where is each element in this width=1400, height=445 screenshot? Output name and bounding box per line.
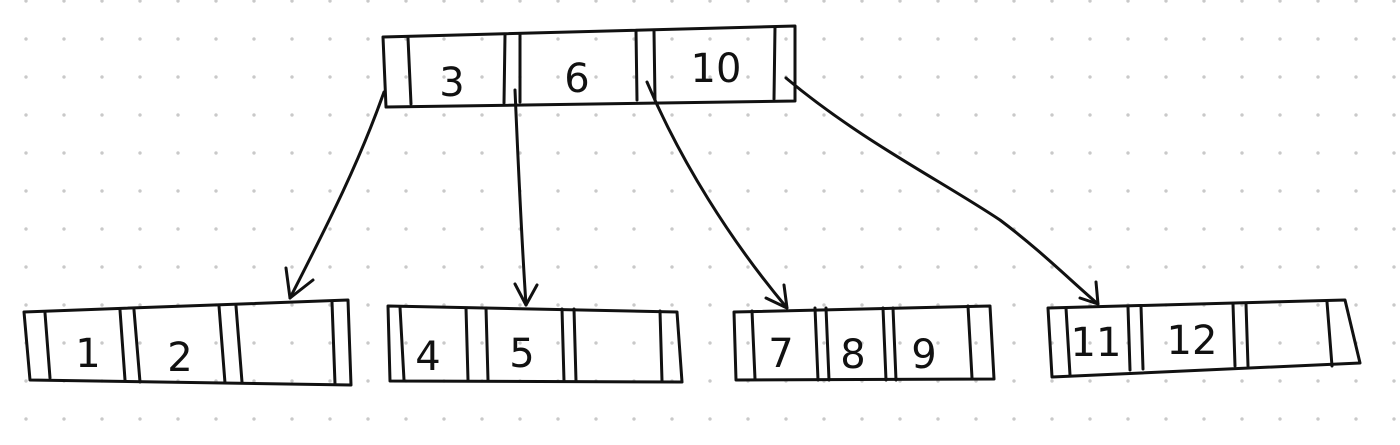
- edge-arrow: [513, 88, 528, 307]
- arrowhead: [513, 282, 539, 307]
- arrowhead: [284, 266, 315, 300]
- node-key: 6: [564, 56, 589, 102]
- root-node: 3 6 10: [381, 24, 797, 109]
- node-outline: [22, 298, 353, 387]
- pointer-divider: [398, 305, 406, 382]
- leaf-node-2: 4 5: [386, 304, 684, 384]
- pointer-divider: [118, 308, 127, 382]
- pointer-divider: [406, 36, 413, 106]
- pointer-divider: [330, 300, 337, 386]
- pointer-divider: [1325, 300, 1334, 368]
- pointer-divider: [881, 306, 888, 382]
- pointer-divider: [966, 304, 974, 380]
- pointer-divider: [484, 306, 490, 382]
- node-key: 8: [840, 332, 865, 378]
- pointer-divider: [634, 29, 639, 102]
- pointer-divider: [1126, 305, 1132, 372]
- node-key: 12: [1167, 318, 1218, 364]
- arrowhead: [1078, 280, 1100, 306]
- pointer-divider: [217, 304, 227, 385]
- node-key: 3: [439, 60, 464, 106]
- node-key: 9: [911, 332, 936, 378]
- edge-arrow: [784, 76, 1100, 306]
- pointer-divider: [502, 33, 507, 105]
- pointer-divider: [658, 309, 664, 383]
- node-outline: [732, 304, 996, 382]
- node-key: 11: [1071, 320, 1122, 366]
- pointer-divider: [772, 25, 777, 101]
- pointer-divider: [234, 304, 244, 384]
- edge-arrow: [288, 90, 386, 300]
- leaf-node-4: 11 12: [1046, 298, 1362, 379]
- pointer-divider: [1064, 306, 1072, 377]
- edges: [284, 76, 1100, 310]
- node-key: 1: [75, 331, 100, 377]
- pointer-divider: [891, 306, 898, 382]
- pointer-divider: [464, 306, 470, 382]
- node-outline: [386, 304, 684, 384]
- pointer-divider: [750, 309, 757, 381]
- pointer-divider: [824, 306, 831, 382]
- leaf-node-1: 1 2: [22, 298, 353, 387]
- node-key: 10: [691, 46, 742, 92]
- arrowhead: [764, 283, 789, 310]
- node-outline: [381, 24, 797, 109]
- node-key: 2: [167, 335, 192, 381]
- pointer-divider: [43, 311, 52, 380]
- edge-arrow: [645, 80, 789, 310]
- node-key: 7: [768, 331, 793, 377]
- pointer-divider: [1231, 302, 1237, 368]
- leaf-node-3: 7 8 9: [732, 304, 996, 382]
- pointer-divider: [652, 29, 657, 102]
- pointer-divider: [1244, 302, 1250, 368]
- node-key: 4: [415, 334, 440, 380]
- pointer-divider: [572, 307, 578, 383]
- pointer-divider: [132, 308, 142, 384]
- pointer-divider: [560, 307, 566, 383]
- pointer-divider: [813, 306, 820, 382]
- pointer-divider: [1139, 304, 1145, 371]
- node-key: 5: [509, 331, 534, 377]
